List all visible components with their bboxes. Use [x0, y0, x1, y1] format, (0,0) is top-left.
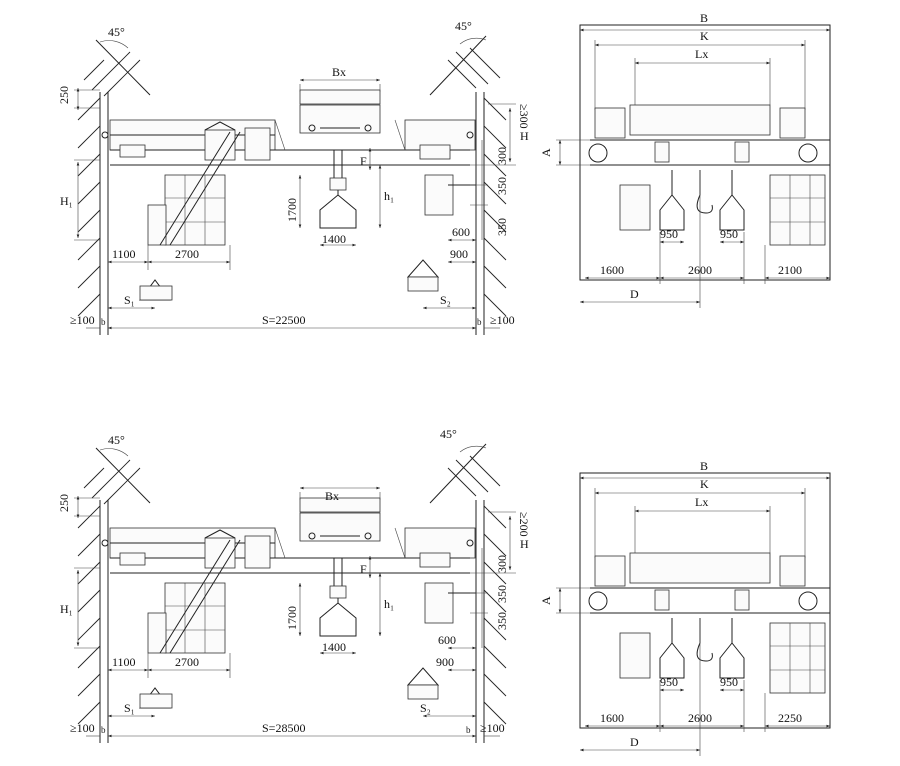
dim-H: H	[520, 129, 529, 143]
dim-H: H	[520, 537, 529, 551]
dim-top-right: ≥200	[517, 512, 531, 537]
drawing-bottom: 45° 45° 250 ≥200 Bx H H₁ F h₁ 300 350 35…	[57, 427, 830, 756]
side-dim-1600: 1600	[600, 263, 624, 277]
dim-300: 300	[495, 555, 509, 573]
dim-350-a: 350	[495, 585, 509, 603]
dim-350-a: 350	[495, 177, 509, 195]
label-S2: S₂	[440, 293, 451, 307]
side-dim-A: A	[539, 148, 553, 157]
side-dim-950-right: 950	[720, 675, 738, 689]
clearance-right: ≥100	[490, 313, 515, 327]
dim-250: 250	[57, 494, 71, 512]
dim-1700: 1700	[285, 198, 299, 222]
label-S1: S₁	[124, 701, 135, 715]
side-dim-950-left: 950	[660, 675, 678, 689]
dim-350-b: 350	[495, 612, 509, 630]
side-dim-K: K	[700, 477, 709, 491]
dim-600: 600	[452, 225, 470, 239]
clearance-right: ≥100	[480, 721, 505, 735]
b-right: b	[466, 725, 471, 735]
side-dim-950-right: 950	[720, 227, 738, 241]
side-dim-950-left: 950	[660, 227, 678, 241]
dim-300: 300	[495, 147, 509, 165]
dim-1100: 1100	[112, 247, 136, 261]
dim-1100: 1100	[112, 655, 136, 669]
dim-1400: 1400	[322, 640, 346, 654]
angle-label-right: 45°	[455, 19, 472, 33]
dim-900: 900	[450, 247, 468, 261]
b-right: b	[477, 317, 482, 327]
dim-350-b: 350	[495, 218, 509, 236]
side-dim-Lx: Lx	[695, 495, 708, 509]
b-left: b	[101, 317, 106, 327]
side-dim-B: B	[700, 459, 708, 473]
side-dim-right: 2250	[778, 711, 802, 725]
angle-label-left: 45°	[108, 25, 125, 39]
trolley-width-label: Bx	[325, 489, 339, 503]
clearance-left: ≥100	[70, 721, 95, 735]
dim-F: F	[360, 154, 367, 168]
dim-H1: H₁	[60, 602, 73, 616]
side-dim-D: D	[630, 287, 639, 301]
elevation-view-bottom	[74, 444, 516, 743]
side-dim-2600: 2600	[688, 711, 712, 725]
label-S2: S₂	[420, 701, 431, 715]
side-dim-A: A	[539, 596, 553, 605]
elevation-view-top	[74, 36, 516, 335]
span-label: S=28500	[262, 721, 305, 735]
side-dim-Lx: Lx	[695, 47, 708, 61]
clearance-left: ≥100	[70, 313, 95, 327]
dim-600: 600	[438, 633, 456, 647]
span-label: S=22500	[262, 313, 305, 327]
dim-H1: H₁	[60, 194, 73, 208]
dim-1400: 1400	[322, 232, 346, 246]
dim-h1: h₁	[384, 597, 394, 611]
dim-h1: h₁	[384, 189, 394, 203]
dim-top-right: ≥300	[517, 104, 531, 129]
label-S1: S₁	[124, 293, 135, 307]
angle-label-right: 45°	[440, 427, 457, 441]
dim-2700: 2700	[175, 655, 199, 669]
dim-1700: 1700	[285, 606, 299, 630]
dim-2700: 2700	[175, 247, 199, 261]
b-left: b	[101, 725, 106, 735]
side-dim-right: 2100	[778, 263, 802, 277]
dim-F: F	[360, 562, 367, 576]
drawing-top: 45° 45° 250 ≥300 Bx H H₁ F h₁ 300 350 35…	[57, 11, 830, 335]
angle-label-left: 45°	[108, 433, 125, 447]
dim-900: 900	[436, 655, 454, 669]
dim-250: 250	[57, 86, 71, 104]
side-dim-2600: 2600	[688, 263, 712, 277]
side-dim-B: B	[700, 11, 708, 25]
side-dim-1600: 1600	[600, 711, 624, 725]
trolley-width-label: Bx	[332, 65, 346, 79]
side-dim-K: K	[700, 29, 709, 43]
side-dim-D: D	[630, 735, 639, 749]
